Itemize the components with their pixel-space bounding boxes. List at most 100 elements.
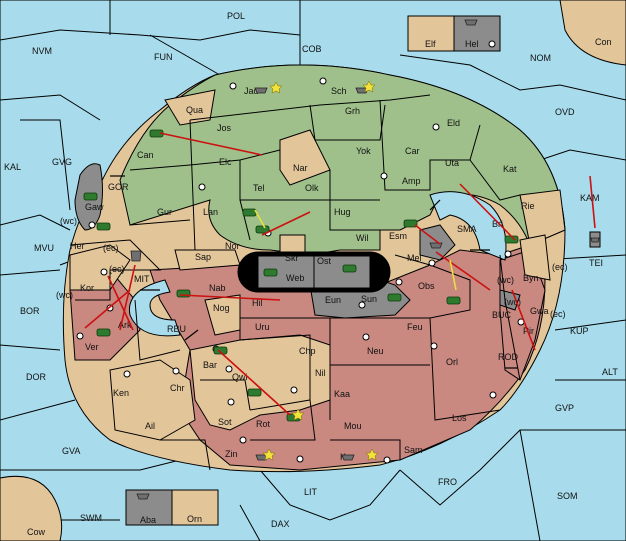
sea-label: ALT <box>602 367 618 377</box>
army-unit-icon <box>403 219 418 228</box>
territory-label: Rot <box>256 419 271 429</box>
sea-label: ROD <box>498 352 519 362</box>
territory-aba[interactable] <box>125 489 173 526</box>
army-unit-icon <box>83 192 98 201</box>
territory-cow[interactable] <box>0 475 63 541</box>
territory-label: Orn <box>187 514 202 524</box>
territory-label: Kat <box>503 164 517 174</box>
territory-label: Chr <box>170 383 185 393</box>
territory-label: Nab <box>209 283 226 293</box>
territory-label: Hel <box>465 39 479 49</box>
territory-elf[interactable] <box>407 15 455 52</box>
army-unit-icon <box>263 268 278 277</box>
move-arrow <box>414 224 441 245</box>
sea-label: DOR <box>26 372 47 382</box>
fleet-unit-icon <box>254 87 268 94</box>
territory-byn-patch <box>519 234 551 281</box>
army-unit-icon <box>96 328 111 337</box>
territory-label: Gaw <box>85 202 104 212</box>
sea-label: SWM <box>80 513 102 523</box>
territory-label: Hug <box>334 207 351 217</box>
territory-label: Kor <box>80 283 94 293</box>
support-arrow <box>449 259 457 291</box>
territory-label: Wil <box>356 233 369 243</box>
coast-label: (ec) <box>552 262 568 272</box>
territory-qua-patch <box>164 89 216 126</box>
move-arrow <box>217 349 291 416</box>
supply-center-icon <box>100 268 108 276</box>
territory-label: Hil <box>252 298 263 308</box>
supply-center-icon <box>290 386 298 394</box>
territory-label: Zin <box>225 449 238 459</box>
territory-label: Yok <box>356 146 371 156</box>
territory-label: Rie <box>521 201 535 211</box>
supply-center-icon <box>380 172 388 180</box>
territory-rie-patch <box>519 189 566 246</box>
coast-labels: (wc) (ec) (ec) (wc) (ec) (wc) (wc) (ec) <box>56 216 568 319</box>
army-unit-icon <box>242 208 257 217</box>
territory-label: Qua <box>186 105 203 115</box>
sea-label: LIT <box>304 487 318 497</box>
army-unit-icon <box>96 222 111 231</box>
fleet-unit-icon <box>429 242 443 249</box>
sea-label: BOR <box>20 306 40 316</box>
territory-label: Feu <box>407 322 423 332</box>
sea-label: GVP <box>555 403 574 413</box>
army-unit-icon <box>387 293 402 302</box>
order-arrows <box>84 132 596 416</box>
coast-label: (ec) <box>109 264 125 274</box>
sea-label: KUP <box>570 326 589 336</box>
supply-center-icon <box>428 259 436 267</box>
territory-label: Cow <box>27 527 46 537</box>
territory-label: Mel <box>407 253 422 263</box>
sea-label: KAM <box>580 193 600 203</box>
units <box>83 19 600 500</box>
supply-center-icon <box>239 436 247 444</box>
territory-label: Orl <box>446 357 458 367</box>
territory-label: Ken <box>113 388 129 398</box>
fleet-unit-icon <box>130 250 142 262</box>
territory-label: Elf <box>425 39 436 49</box>
territory-label: Bar <box>203 360 217 370</box>
coast-label: (wc) <box>497 275 514 285</box>
sea-label: MVU <box>34 243 54 253</box>
star-icon <box>262 448 276 461</box>
territory-ost[interactable] <box>313 255 371 289</box>
territory-borders <box>69 94 521 471</box>
territory-label: Mou <box>344 421 362 431</box>
sea-label: POL <box>227 11 245 21</box>
territory-orn[interactable] <box>171 489 219 526</box>
star-icon <box>269 81 283 94</box>
fleet-unit-icon <box>341 454 355 461</box>
territory-label: Nog <box>213 303 230 313</box>
territory-label: Uta <box>445 158 459 168</box>
supply-center-icon <box>488 40 496 48</box>
supply-center-icon <box>227 398 235 406</box>
territory-label: Qwi <box>232 372 248 382</box>
strait-icon <box>184 329 199 341</box>
sea-label: FUN <box>154 52 173 62</box>
sea-label: COB <box>302 44 322 54</box>
green-power-region <box>119 64 566 256</box>
strait-connectors <box>110 175 518 369</box>
supply-center-icon <box>489 391 497 399</box>
sea-label: NVM <box>32 46 52 56</box>
supply-center-icon <box>362 333 370 341</box>
star-icon <box>291 408 305 421</box>
territory-label: Her <box>70 241 85 251</box>
territory-label: Aba <box>140 515 156 525</box>
supply-center-icon <box>383 456 391 464</box>
supply-center-icon <box>172 367 180 375</box>
territory-label: Eun <box>325 295 341 305</box>
supply-center-icon <box>198 183 206 191</box>
territory-label: Nor <box>225 241 240 251</box>
sea-label: BUC <box>492 310 512 320</box>
supply-center-icon <box>504 250 512 258</box>
move-arrow <box>459 183 516 241</box>
territory-label: Ark <box>118 320 132 330</box>
move-arrow <box>84 289 131 329</box>
supply-center-icon <box>395 278 403 286</box>
coast-label: (wc) <box>504 297 521 307</box>
territory-label: Sch <box>331 86 347 96</box>
army-unit-icon <box>255 225 270 234</box>
